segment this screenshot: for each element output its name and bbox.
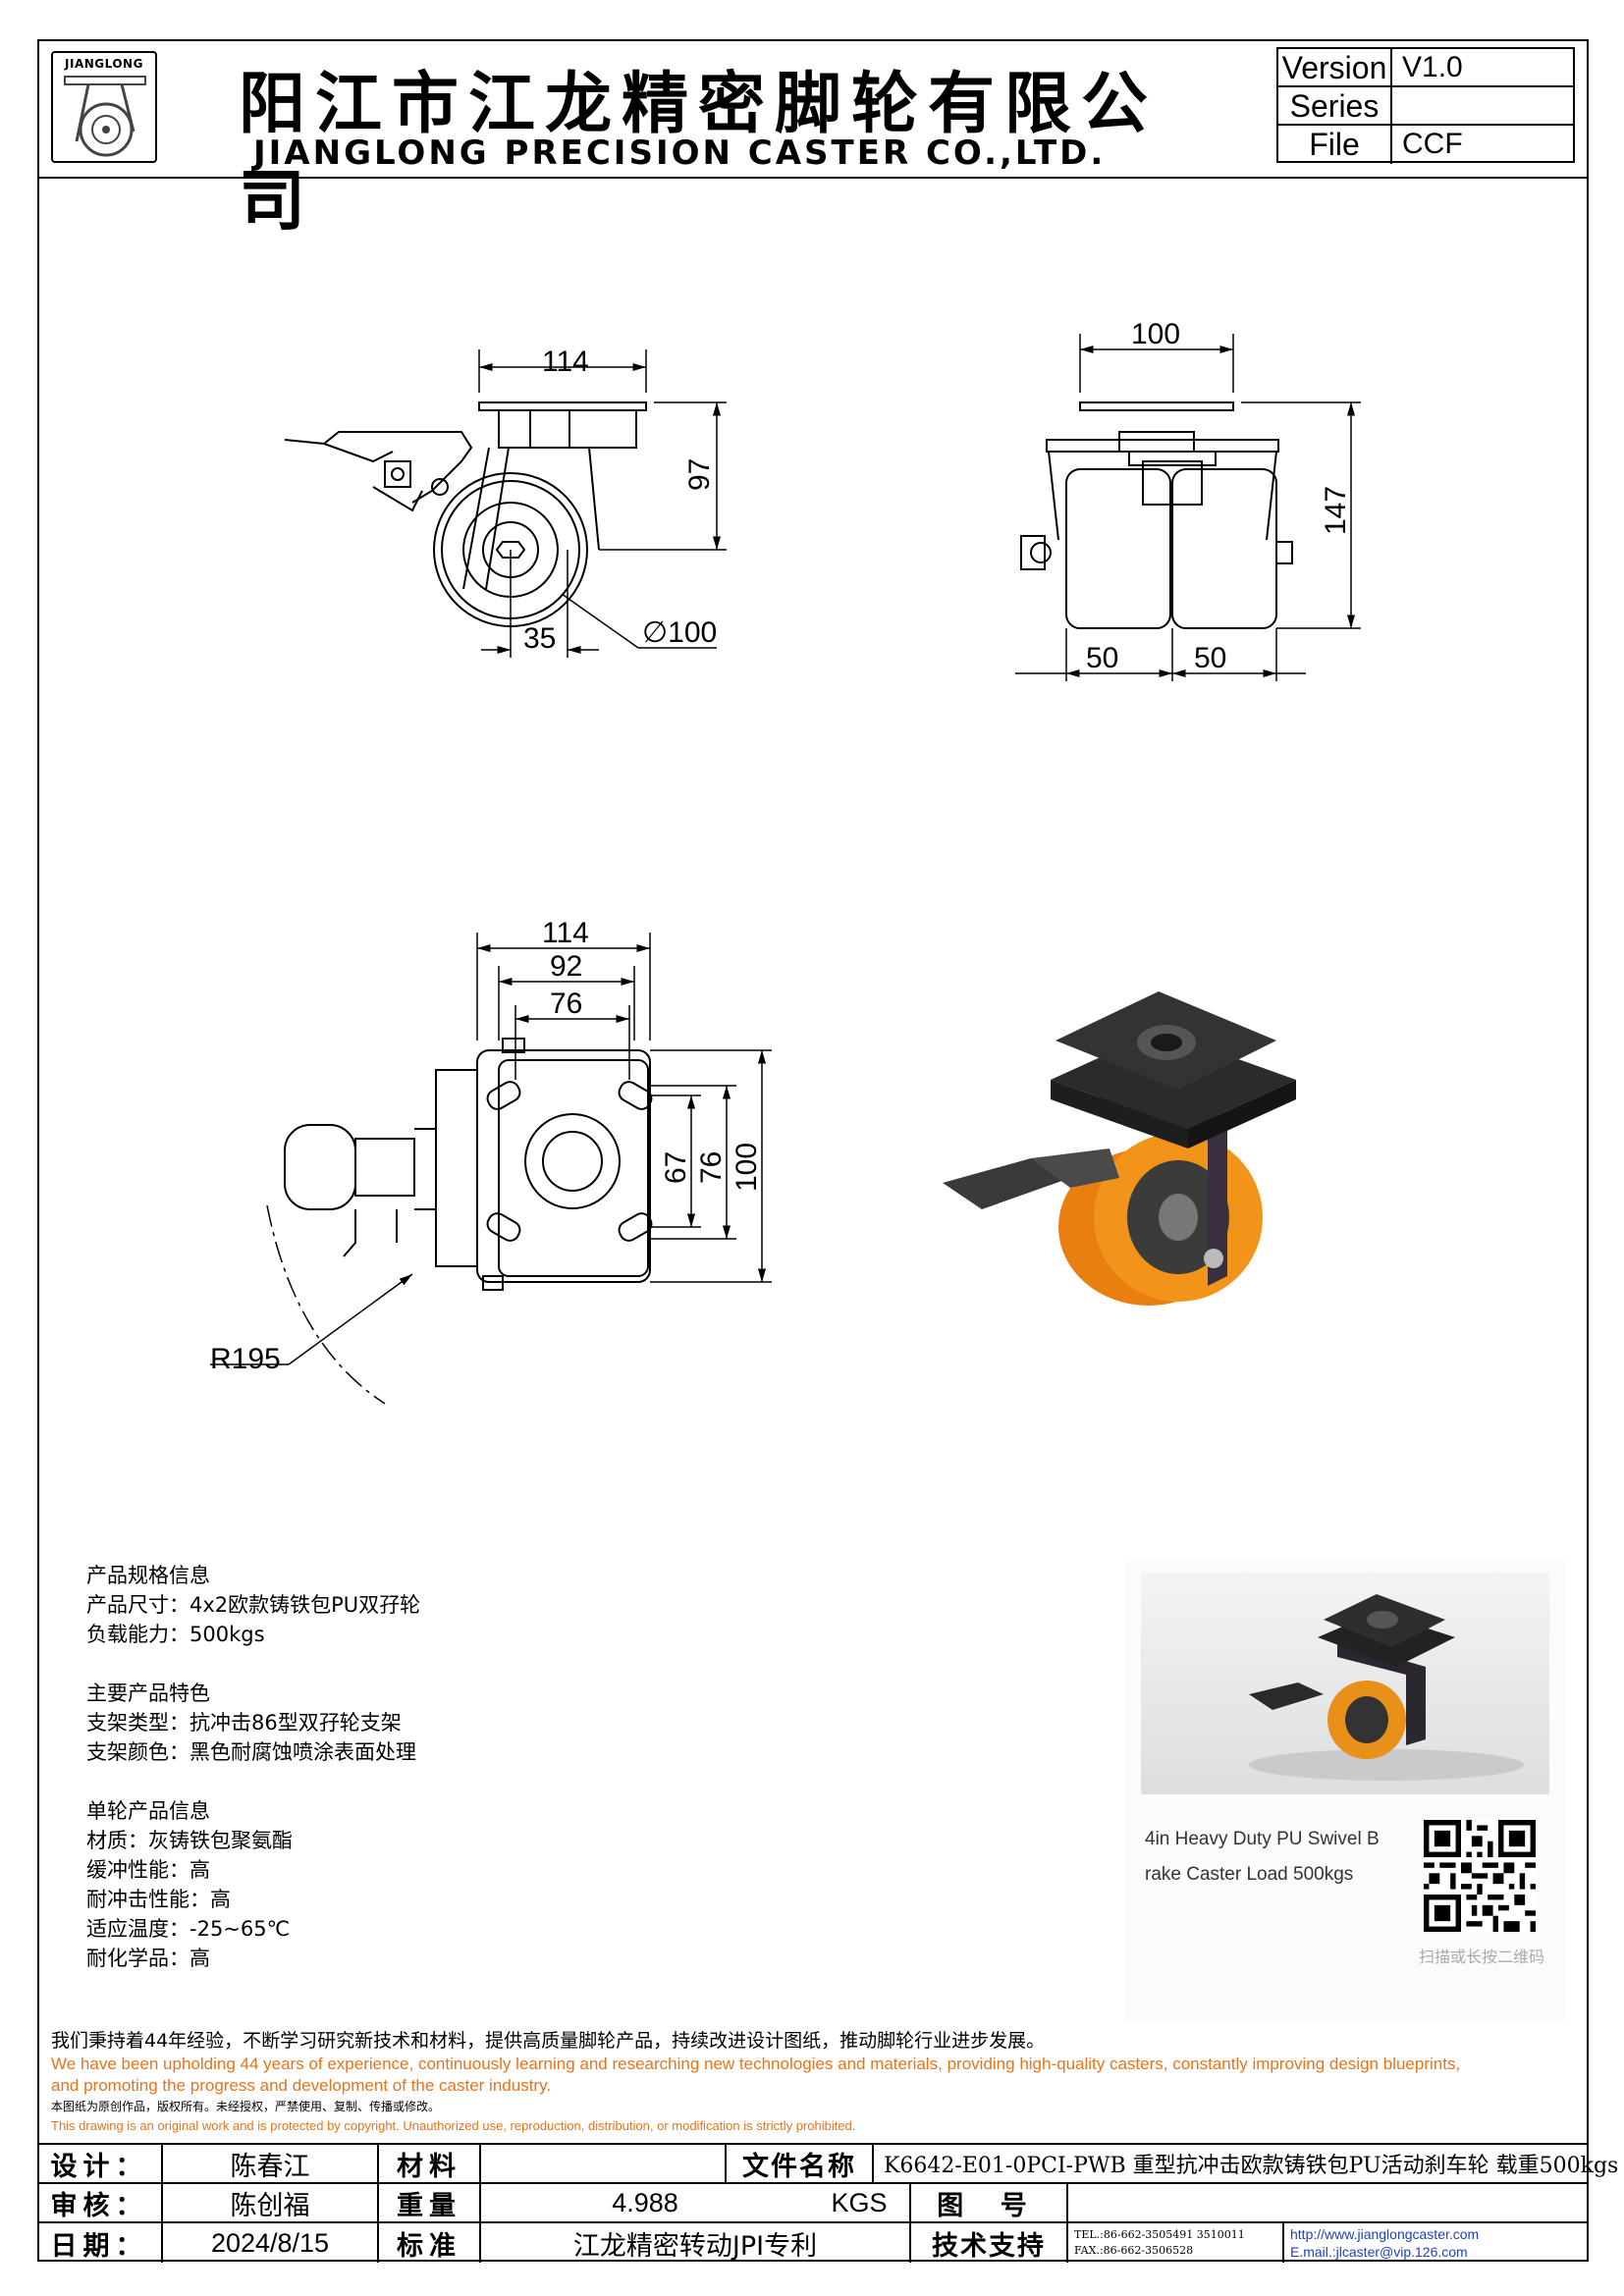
fax-number: FAX.:86-662-3506528 [1074,2244,1194,2257]
spec-heading: 主要产品特色 [86,1682,210,1705]
statement-cn: 我们秉持着44年经验，不断学习研究新技术和材料，提供高质量脚轮产品，持续改进设计… [51,2030,1046,2052]
file-label: File [1278,126,1392,164]
copyright-cn: 本图纸为原创作品，版权所有。未经授权，严禁使用、复制、传播或修改。 [51,2100,441,2113]
company-name-en: JIANGLONG PRECISION CASTER CO.,LTD. [253,133,1107,173]
dim-side-height: 97 [683,458,716,491]
company-name-cn: 阳江市江龙精密脚轮有限公司 [239,66,1159,240]
design-label: 设计： [37,2145,163,2184]
product-card[interactable]: 4in Heavy Duty PU Swivel B rake Caster L… [1125,1561,1565,2022]
standard-value: 江龙精密转动JPI专利 [481,2223,911,2263]
drawing-frame [37,39,1589,2262]
dim-wheel-width-left: 50 [1086,642,1118,674]
dim-plan-width-outer: 114 [542,917,589,949]
caption-line: rake Caster Load 500kgs [1145,1864,1354,1885]
design-value: 陈春江 [163,2145,379,2184]
plan-view-dimensions [210,933,772,1405]
dim-swivel-radius: R195 [210,1343,281,1375]
file-value: CCF [1402,128,1463,160]
dim-plan-v-mid: 76 [695,1151,728,1184]
spec-group-wheel: 单轮产品信息 材质：灰铸铁包聚氨酯 缓冲性能：高 耐冲击性能：高 适应温度：-2… [86,1796,636,1973]
side-view [284,401,647,627]
spec-line: 负载能力：500kgs [86,1623,265,1646]
material-label: 材料 [379,2145,481,2184]
spec-line: 产品尺寸：4x2欧款铸铁包PU双孖轮 [86,1593,421,1617]
spec-line: 支架类型：抗冲击86型双孖轮支架 [86,1711,402,1735]
file-row: File CCF [1278,126,1573,164]
spec-line: 适应温度：-25~65℃ [86,1917,291,1941]
drawing-no-value [1068,2184,1589,2223]
version-value: V1.0 [1402,51,1463,83]
date-value: 2024/8/15 [163,2223,379,2263]
copyright-en: This drawing is an original work and is … [51,2118,856,2133]
product-caption: 4in Heavy Duty PU Swivel B rake Caster L… [1145,1822,1410,1893]
website-link[interactable]: http://www.jianglongcaster.com [1290,2226,1480,2242]
spec-line: 耐冲击性能：高 [86,1888,231,1911]
statement-en-line1: We have been upholding 44 years of exper… [51,2055,1461,2073]
date-label: 日期： [37,2223,163,2263]
dim-side-top-width: 114 [542,346,589,378]
standard-label: 标准 [379,2223,481,2263]
dim-plan-width-mid: 92 [550,950,582,983]
spec-heading: 单轮产品信息 [86,1799,210,1823]
qr-code-icon[interactable] [1424,1820,1536,1932]
weight-unit: KGS [809,2184,911,2223]
contact-phone: TEL.:86-662-3505491 3510011 FAX.:86-662-… [1068,2223,1284,2263]
weight-label: 重量 [379,2184,481,2223]
spec-group-features: 主要产品特色 支架类型：抗冲击86型双孖轮支架 支架颜色：黑色耐腐蚀喷涂表面处理 [86,1679,636,1767]
part-name-value: K6642-E01-0PCI-PWB 重型抗冲击欧款铸铁包PU活动刹车轮 载重5… [874,2145,1618,2184]
side-view-dimensions [478,349,727,658]
dim-plan-width-inner: 76 [550,988,582,1020]
title-block: 设计： 陈春江 材料 文件名称 K6642-E01-0PCI-PWB 重型抗冲击… [37,2143,1618,2263]
dim-side-offset: 35 [523,622,556,655]
statement-en-line2: and promoting the progress and developme… [51,2076,552,2095]
product-photo[interactable] [1141,1573,1549,1794]
part-name-label: 文件名称 [727,2145,874,2184]
spec-line: 材质：灰铸铁包聚氨酯 [86,1829,293,1852]
caster-photo-illustration [1249,1594,1524,1781]
qr-note: 扫描或长按二维码 [1418,1948,1544,1966]
drawing-no-label: 图 号 [911,2184,1068,2223]
dim-plan-v-inner: 67 [660,1151,692,1184]
company-logo: JIANGLONG [51,51,157,163]
contact-web: http://www.jianglongcaster.com E.mail.:j… [1284,2223,1589,2263]
spec-group-size: 产品规格信息 产品尺寸：4x2欧款铸铁包PU双孖轮 负载能力：500kgs [86,1561,636,1649]
dim-wheel-diameter: ∅100 [642,616,717,649]
dim-front-height: 147 [1320,486,1352,535]
dim-wheel-width-right: 50 [1194,642,1226,674]
company-statement: 我们秉持着44年经验，不断学习研究新技术和材料，提供高质量脚轮产品，持续改进设计… [51,2028,1583,2136]
caster-render-illustration [943,991,1296,1306]
technical-drawings: 114 97 35 ∅100 100 147 50 50 [210,318,1361,1405]
dim-front-top-width: 100 [1131,318,1180,350]
front-view-dimensions [1015,334,1361,681]
material-value [481,2145,727,2184]
plan-view [284,1038,653,1291]
weight-value: 4.988 [481,2184,809,2223]
series-row: Series [1278,87,1573,126]
caption-line: 4in Heavy Duty PU Swivel B [1145,1829,1380,1849]
version-table: Version V1.0 Series File CCF [1276,47,1575,164]
series-label: Series [1278,87,1392,124]
version-row: Version V1.0 [1278,49,1573,87]
spec-line: 支架颜色：黑色耐腐蚀喷涂表面处理 [86,1740,416,1764]
title-header: JIANGLONG 阳江市江龙精密脚轮有限公司 JIANGLONG PRECIS… [37,39,1589,240]
email-link[interactable]: E.mail.:jlcaster@vip.126.com [1290,2244,1468,2260]
tel-number: TEL.:86-662-3505491 3510011 [1074,2228,1245,2241]
support-label: 技术支持 [911,2223,1068,2263]
caster-logo-icon [64,76,146,157]
product-specs: 产品规格信息 产品尺寸：4x2欧款铸铁包PU双孖轮 负载能力：500kgs 主要… [86,1561,636,2002]
spec-line: 缓冲性能：高 [86,1858,210,1882]
logo-wordmark: JIANGLONG [65,57,143,71]
dim-plan-v-outer: 100 [731,1143,763,1192]
front-view [1020,401,1293,629]
review-value: 陈创福 [163,2184,379,2223]
review-label: 审核： [37,2184,163,2223]
version-label: Version [1278,49,1392,85]
spec-line: 耐化学品：高 [86,1947,210,1970]
spec-heading: 产品规格信息 [86,1564,210,1587]
